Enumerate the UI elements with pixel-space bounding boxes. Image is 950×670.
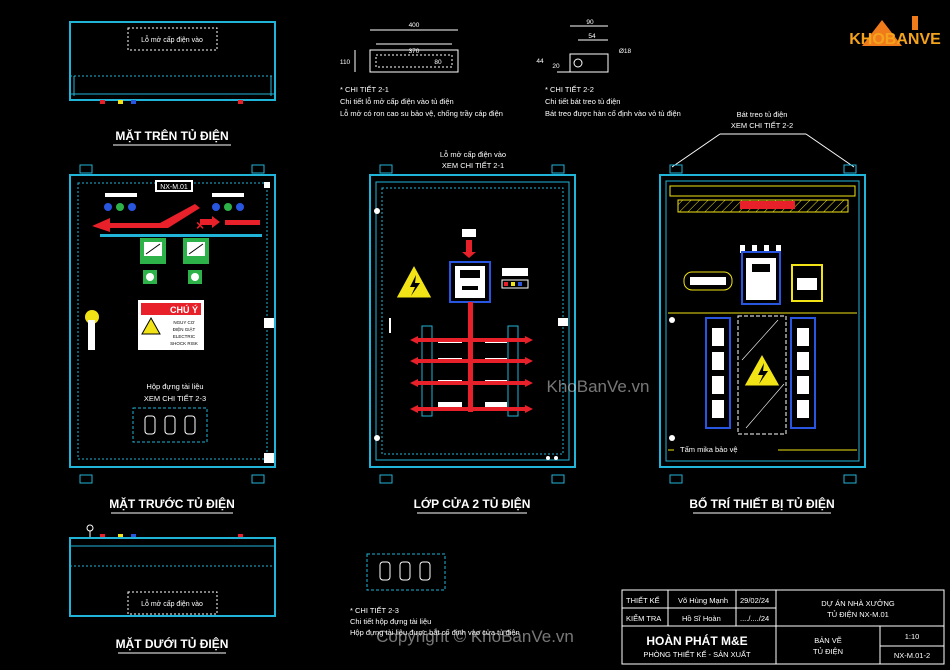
- warning-line: ELECTRIC: [173, 334, 196, 339]
- watermark-bottom: Copyright © KhoBanVe.vn: [376, 627, 574, 646]
- door-handle-icon: [85, 310, 99, 350]
- tb-company-sub: PHÒNG THIẾT KẾ - SẢN XUẤT: [643, 649, 751, 659]
- tb-project-1: DỰ ÁN NHÀ XƯỞNG: [821, 599, 895, 608]
- dim-110: 110: [340, 59, 351, 66]
- doc-box-label-1: Hộp đựng tài liệu: [146, 382, 203, 391]
- top-view: Lỗ mở cấp điện vào MẶT TRÊN TỦ ĐIỆN: [69, 21, 276, 146]
- busbar: [468, 302, 473, 412]
- indicator-light: [236, 203, 244, 211]
- dim-44: 44: [536, 58, 544, 65]
- detail-2-1: 400 370 110 80 * CHI TIẾT 2-1 Chi tiết l…: [340, 22, 503, 118]
- front-view-title: MẶT TRƯỚC TỦ ĐIỆN: [109, 496, 235, 511]
- tb-thiet-ke-name: Võ Hùng Mạnh: [678, 596, 728, 605]
- dim-370: 370: [409, 48, 420, 55]
- detail-2-3: * CHI TIẾT 2-3 Chi tiết hộp đựng tài liệ…: [350, 553, 520, 637]
- mica-cover: [737, 315, 787, 435]
- mcb-row: [705, 317, 731, 429]
- detail-2-2-line1: Chi tiết bát treo tủ điện: [545, 97, 620, 106]
- transfer-arrow: [92, 204, 200, 232]
- surge-protector: [791, 264, 823, 302]
- detail-2-3-heading: * CHI TIẾT 2-3: [350, 605, 399, 615]
- watermark-center: KhoBanVe.vn: [546, 377, 649, 396]
- high-voltage-icon: [395, 263, 433, 299]
- top-cable-label: Lỗ mở cấp điện vào: [141, 35, 203, 44]
- tb-drawing-2: TỦ ĐIỆN: [813, 647, 843, 656]
- title-block: THIẾT KẾ Võ Hùng Mạnh 29/02/24 KIỂM TRA …: [621, 589, 945, 665]
- warning-label: CHÚ Ý NGUY CƠ ĐIỆN GIẬT ELECTRIC SHOCK R…: [138, 300, 204, 350]
- indicator-light: [212, 203, 220, 211]
- tb-kiem-tra-label: KIỂM TRA: [626, 614, 661, 623]
- khobanve-logo: KHOBANVE: [849, 16, 941, 48]
- cabinet-tag: NX-M.01: [160, 184, 188, 191]
- detail-2-1-line2: Lỗ mở có ron cao su bảo vệ, chống trầy c…: [340, 109, 503, 118]
- bottom-view-title: MẶT DƯỚI TỦ ĐIỆN: [116, 636, 229, 651]
- tb-project-2: TỦ ĐIỆN NX-M.01: [827, 610, 889, 619]
- detail-2-2-heading: * CHI TIẾT 2-2: [545, 84, 594, 94]
- terminal-marker: [100, 100, 105, 104]
- layout-label-2: XEM CHI TIẾT 2-2: [731, 120, 793, 130]
- warning-line: NGUY CƠ: [173, 320, 194, 325]
- indicator-light: [116, 203, 124, 211]
- mcb-row: [790, 317, 816, 429]
- tb-code: NX-M.01-2: [894, 651, 930, 660]
- doc-box-label-2: XEM CHI TIẾT 2-3: [144, 393, 206, 403]
- warning-line: ĐIỆN GIẬT: [173, 325, 196, 332]
- tb-scale: 1:10: [905, 632, 920, 641]
- tb-kiem-tra-name: Hồ Sĩ Hoàn: [682, 614, 721, 623]
- terminal-marker: [118, 100, 123, 104]
- bottom-view: Lỗ mở cấp điện vào MẶT DƯỚI TỦ ĐIỆN: [69, 524, 276, 654]
- detail-2-1-heading: * CHI TIẾT 2-1: [340, 84, 389, 94]
- tb-kiem-tra-date: ..../..../24: [740, 614, 769, 623]
- layout-label-1: Bát treo tủ điện: [737, 110, 788, 119]
- front-view: NX-M.01 × CHÚ Ý NGUY CƠ ĐIỆN GIẬT: [69, 164, 276, 514]
- dim-54: 54: [588, 33, 596, 40]
- tb-company: HOÀN PHÁT M&E: [646, 633, 747, 648]
- document-box: [132, 407, 208, 443]
- detail-2-2-line2: Bát treo được hàn cố định vào vỏ tủ điện: [545, 109, 681, 118]
- x-mark-icon: ×: [196, 217, 204, 233]
- equipment-layout-view: Bát treo tủ điện XEM CHI TIẾT 2-2: [659, 110, 866, 514]
- indicator-light: [104, 203, 112, 211]
- tb-thiet-ke-date: 29/02/24: [740, 596, 769, 605]
- layout-view-title: BỐ TRÍ THIẾT BỊ TỦ ĐIỆN: [689, 496, 834, 511]
- energy-meter: [683, 271, 733, 291]
- logo-text: KHOBANVE: [849, 31, 941, 48]
- detail-2-1-line1: Chi tiết lỗ mở cấp điện vào tủ điện: [340, 97, 454, 106]
- indicator-light: [128, 203, 136, 211]
- terminal-marker: [131, 100, 136, 104]
- bottom-cable-label: Lỗ mở cấp điện vào: [141, 599, 203, 608]
- dim-phi18: Ø18: [619, 48, 632, 55]
- mica-label: Tấm mika bảo vệ: [680, 445, 738, 454]
- dim-80: 80: [434, 59, 442, 66]
- dim-90: 90: [586, 19, 594, 26]
- door-layer-view: Lỗ mở cấp điện vào XEM CHI TIẾT 2-1: [369, 150, 576, 514]
- terminal-marker: [238, 100, 243, 104]
- door-label-1: Lỗ mở cấp điện vào: [440, 150, 506, 159]
- top-view-title: MẶT TRÊN TỦ ĐIỆN: [115, 128, 228, 143]
- warning-title: CHÚ Ý: [170, 304, 198, 315]
- detail-2-2: 90 54 44 20 Ø18 * CHI TIẾT 2-2 Chi tiết …: [536, 19, 680, 118]
- dim-400: 400: [409, 22, 420, 29]
- dim-20: 20: [552, 63, 560, 70]
- high-voltage-icon: [743, 352, 781, 387]
- detail-2-3-line1: Chi tiết hộp đựng tài liệu: [350, 617, 431, 626]
- warning-line: SHOCK RISK: [170, 341, 198, 346]
- indicator-light: [224, 203, 232, 211]
- detail-2-3-line2: Hộp đựng tài liệu được bắt cố định vào c…: [350, 628, 520, 637]
- tb-drawing-1: BẢN VẼ: [814, 636, 842, 645]
- tb-thiet-ke-label: THIẾT KẾ: [626, 595, 660, 605]
- door-view-title: LỚP CỬA 2 TỦ ĐIỆN: [414, 496, 531, 511]
- door-label-2: XEM CHI TIẾT 2-1: [442, 160, 504, 170]
